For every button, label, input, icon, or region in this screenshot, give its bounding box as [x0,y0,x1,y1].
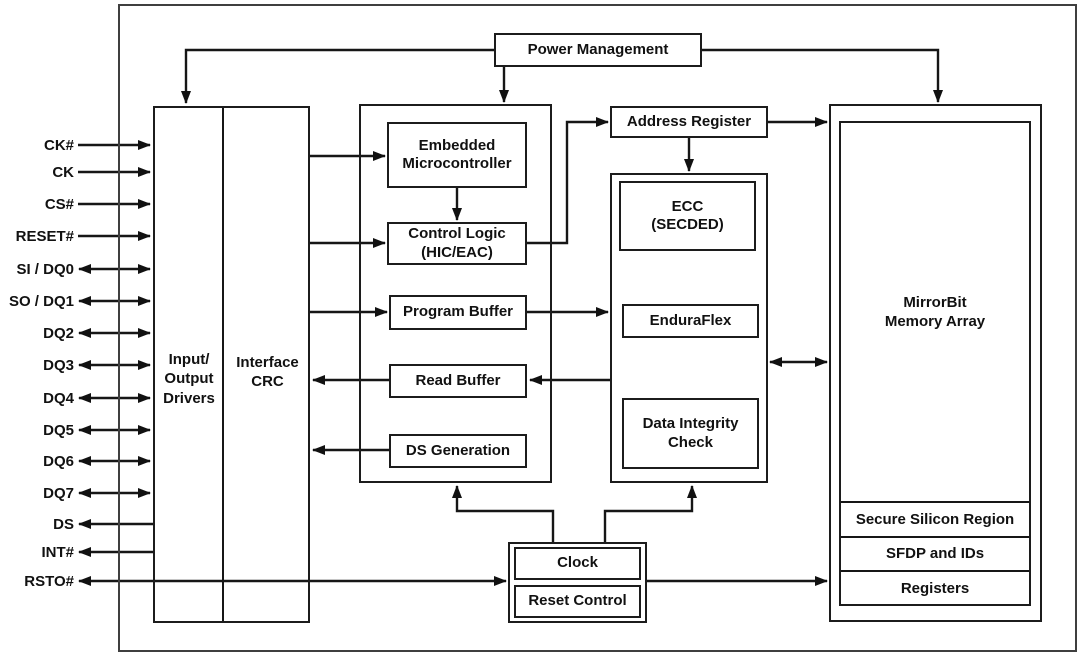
pin-label: DQ6 [43,452,74,470]
block-program-buffer: Program Buffer [389,295,527,330]
pin-label: DS [53,515,74,533]
pin-label: DQ7 [43,484,74,502]
block-control-logic: Control Logic (HIC/EAC) [387,222,527,265]
label-mirrorbit-memory-array: MirrorBit Memory Array [884,293,986,331]
block-embedded-microcontroller: Embedded Microcontroller [387,122,527,188]
clock-reset-group-outline [508,542,647,623]
pin-label: INT# [41,543,74,561]
block-power-management: Power Management [494,33,702,67]
pin-label: DQ2 [43,324,74,342]
core-logic-group-outline [359,104,552,483]
pin-label: DQ5 [43,421,74,439]
power-management-wires [181,48,943,104]
pin-label: SO / DQ1 [8,292,74,310]
memory-array-inner-outline [839,121,1031,606]
pin-label: DQ4 [43,389,74,407]
pin-label: RSTO# [24,572,74,590]
pin-input-arrows [78,140,151,241]
block-data-integrity-check: Data Integrity Check [622,398,759,469]
clock-reset-wires [78,485,828,586]
block-enduraflex: EnduraFlex [622,304,759,338]
pin-label: DQ3 [43,356,74,374]
ecc-group-outline [610,173,768,483]
block-address-register: Address Register [610,106,768,138]
label-interface-crc: Interface CRC [236,353,299,391]
block-clock: Clock [514,547,641,580]
block-ecc: ECC (SECDED) [619,181,756,251]
block-read-buffer: Read Buffer [389,364,527,398]
label-secure-silicon-region: Secure Silicon Region [855,510,1015,528]
pin-bidirectional-arrows [78,264,151,498]
block-ds-generation: DS Generation [389,434,527,468]
pin-label: RESET# [15,227,74,245]
label-io-drivers: Input/ Output Drivers [163,350,215,407]
crc-core-wires [310,151,389,455]
block-reset-control: Reset Control [514,585,641,618]
label-registers: Registers [900,579,970,597]
memory-array-outline [829,104,1042,622]
pin-label: CK [52,163,74,181]
pin-label: CS# [44,195,74,213]
core-wires [452,117,828,385]
io-interface-outline [153,106,310,623]
chip-outline [118,4,1077,652]
pin-output-arrows [78,519,153,557]
label-sfdp-and-ids: SFDP and IDs [885,545,985,563]
divider-lines [222,107,1030,622]
pin-label: CK# [43,136,74,154]
pin-label: SI / DQ0 [16,260,74,278]
